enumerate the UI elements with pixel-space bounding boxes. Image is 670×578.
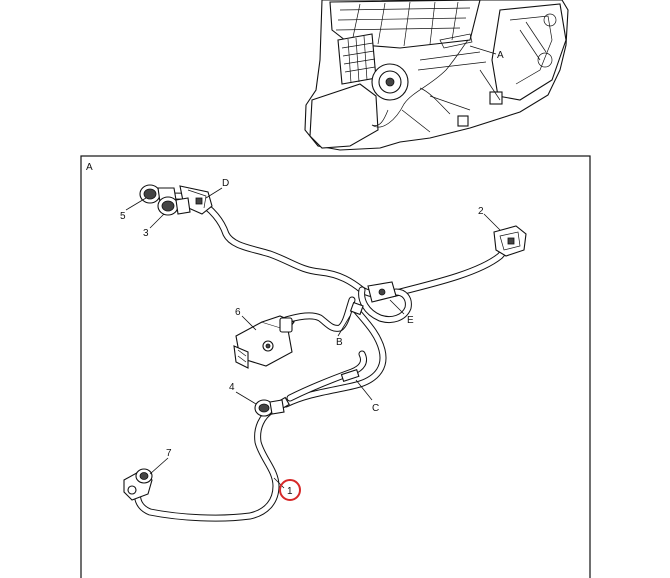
- connector-3: [157, 196, 191, 216]
- junction-e: [367, 281, 397, 303]
- connector-4: [254, 399, 285, 417]
- label-e: E: [407, 315, 414, 326]
- callout-3: 3: [143, 228, 149, 239]
- leader-lines: [125, 187, 501, 489]
- callout-1-highlight: 1: [279, 479, 301, 501]
- detail-frame: [80, 155, 591, 578]
- label-d: D: [222, 178, 229, 189]
- callout-5: 5: [120, 211, 126, 222]
- engine-overview-illustration: A: [304, 0, 569, 151]
- label-b: B: [336, 337, 343, 348]
- label-c: C: [372, 403, 379, 414]
- connector-7: [123, 468, 153, 501]
- callout-2: 2: [478, 206, 484, 217]
- callout-7: 7: [166, 448, 172, 459]
- connector-6-module: [233, 315, 295, 369]
- callout-4: 4: [229, 382, 235, 393]
- callout-1: 1: [287, 486, 293, 497]
- connector-2: [493, 225, 527, 257]
- detail-frame-label: A: [86, 162, 93, 173]
- overview-callout-a: A: [497, 50, 504, 61]
- callout-6: 6: [235, 307, 241, 318]
- wiring-harness: [134, 192, 514, 522]
